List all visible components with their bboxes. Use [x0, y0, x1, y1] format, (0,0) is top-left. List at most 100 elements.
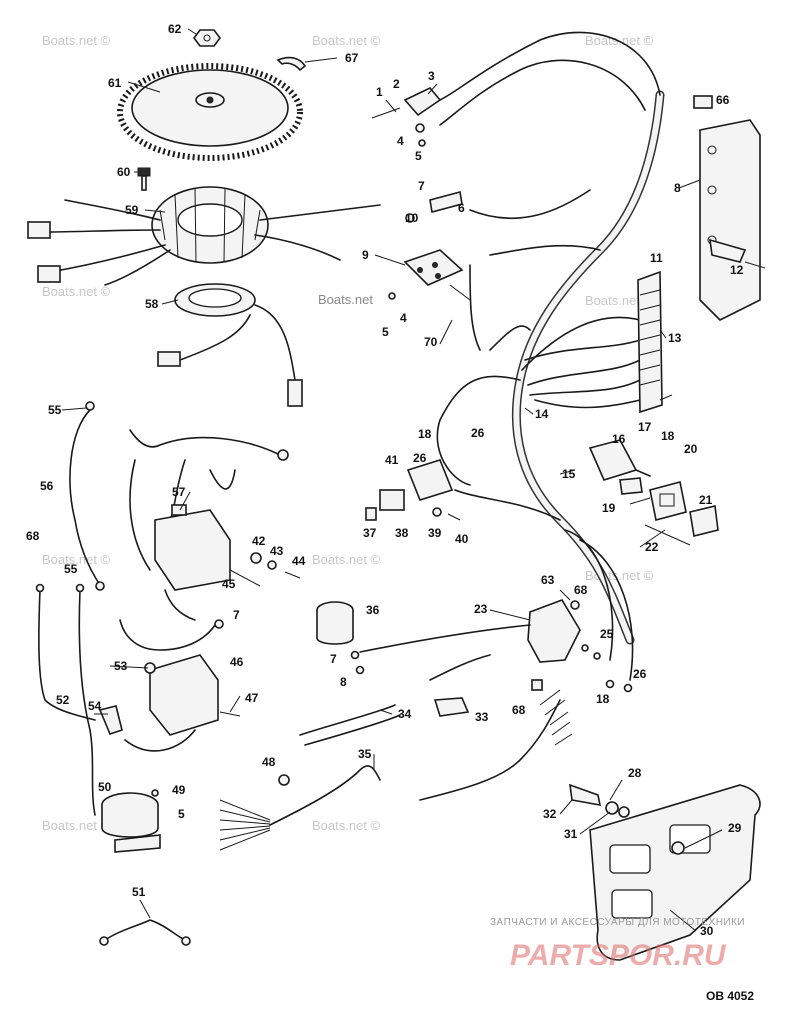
key-switch	[588, 439, 719, 546]
flywheel-nut	[193, 29, 221, 47]
callout: 8	[674, 181, 681, 195]
choke-solenoid	[316, 601, 365, 675]
callout: 35	[358, 747, 372, 761]
callout: 15	[562, 467, 576, 481]
mounting-hardware	[250, 552, 301, 579]
brand-tagline: ЗАПЧАСТИ И АКСЕССУАРЫ ДЛЯ МОТОТЕХНИКИ	[490, 917, 745, 928]
callout: 8	[340, 675, 347, 689]
callout: 42	[252, 534, 266, 548]
callout: 2	[393, 77, 400, 91]
watermark: Boats.net ©	[312, 818, 381, 833]
callout: 7	[233, 608, 240, 622]
callout: 61	[108, 76, 122, 90]
callout: 37	[363, 526, 377, 540]
sensor-bracket	[371, 87, 442, 147]
callout: 4	[400, 311, 407, 325]
callout: 3	[428, 69, 435, 83]
callout: 5	[382, 325, 389, 339]
callout: 54	[88, 699, 102, 713]
callout: 50	[98, 780, 112, 794]
callout: 70	[424, 335, 438, 349]
callout: 36	[366, 603, 380, 617]
callout: 39	[428, 526, 442, 540]
callout: 12	[730, 263, 744, 277]
terminal-stud	[405, 191, 463, 223]
callout: 26	[471, 426, 485, 440]
callout: 20	[684, 442, 698, 456]
callout: 66	[716, 93, 730, 107]
warning-horn	[101, 789, 161, 853]
callout: 13	[668, 331, 682, 345]
callout: 11	[650, 251, 663, 265]
callout: 33	[475, 710, 489, 724]
timer-base	[157, 283, 303, 407]
callout: 40	[455, 532, 469, 546]
watermark: Boats.net ©	[42, 818, 111, 833]
spark-plug-cap	[98, 705, 123, 735]
callout: 57	[172, 485, 186, 499]
callout: 26	[633, 667, 647, 681]
callout: 58	[145, 297, 159, 311]
starter-solenoid	[359, 599, 601, 663]
callout: 5	[178, 807, 185, 821]
stator-screw	[137, 167, 151, 191]
stator	[27, 186, 381, 286]
watermark: Boats.net ©	[42, 284, 111, 299]
battery-terminals	[605, 679, 633, 693]
callout: 38	[395, 526, 409, 540]
callout: 44	[292, 554, 306, 568]
jumper-lead	[104, 919, 186, 941]
callout: 31	[564, 827, 578, 841]
callout: 30	[700, 924, 714, 938]
callout: 23	[474, 602, 488, 616]
callout: 63	[541, 573, 555, 587]
callout: 18	[661, 429, 675, 443]
callout: 60	[117, 165, 131, 179]
callout: 5	[415, 149, 422, 163]
callout: 14	[535, 407, 549, 421]
callout: 29	[728, 821, 742, 835]
callout: 46	[230, 655, 244, 669]
callout: 25	[600, 627, 614, 641]
remote-control-harness	[219, 679, 573, 851]
callout: 28	[628, 766, 642, 780]
callout: 16	[612, 432, 626, 446]
callout: 10	[405, 211, 419, 225]
ground-lead	[69, 401, 105, 591]
watermark: Boats.net ©	[42, 552, 111, 567]
callout: 68	[574, 583, 588, 597]
callout: 1	[376, 85, 383, 99]
drawing-code: OB 4052	[706, 989, 754, 1003]
lower-ground-leads	[35, 583, 96, 816]
callout: 26	[413, 451, 427, 465]
callout: 56	[40, 479, 54, 493]
callout: 48	[262, 755, 276, 769]
callout: 68	[512, 703, 526, 717]
callout: 43	[270, 544, 284, 558]
watermark: Boats.net ©	[312, 552, 381, 567]
callout: 55	[48, 403, 62, 417]
callout: 49	[172, 783, 186, 797]
callout: 55	[64, 562, 78, 576]
terminal-bracket	[693, 95, 766, 321]
callout: 4	[397, 134, 404, 148]
mounting-plate	[569, 783, 761, 961]
brand-watermark: ЗАПЧАСТИ И АКСЕССУАРЫ ДЛЯ МОТОТЕХНИКИ PA…	[490, 917, 745, 972]
callout: 22	[645, 540, 659, 554]
battery-cables	[299, 654, 491, 746]
callout: 67	[345, 51, 359, 65]
callout: 21	[699, 493, 713, 507]
cd-module	[129, 429, 289, 621]
callout: 51	[132, 885, 146, 899]
callout: 62	[168, 22, 182, 36]
watermark-layer: Boats.net © Boats.net © Boats.net © Boat…	[42, 33, 654, 833]
ignition-coil	[119, 619, 241, 736]
callout: 17	[638, 420, 652, 434]
callout: 47	[245, 691, 259, 705]
callout: 45	[222, 577, 236, 591]
main-wiring-harness	[436, 31, 665, 681]
flywheel-key	[276, 56, 307, 72]
terminal-block	[637, 270, 673, 414]
callout: 9	[362, 248, 369, 262]
